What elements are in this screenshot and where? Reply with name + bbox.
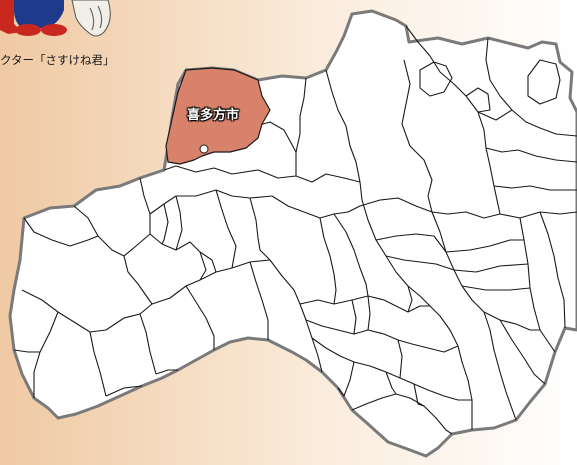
- mascot-cloak: [0, 0, 22, 34]
- mascot-foot-left: [15, 24, 41, 36]
- prefecture-outline: [8, 9, 577, 458]
- mascot-body: [14, 0, 64, 29]
- mascot-fur-tail: [71, 0, 111, 37]
- city-label-kitakata: 喜多方市: [187, 108, 240, 123]
- mascot-fur-stroke: [89, 5, 103, 31]
- kitakata-city-highlight[interactable]: [165, 67, 271, 165]
- mascot-illustration: [0, 0, 111, 37]
- kitakata-enclave: [199, 144, 209, 154]
- municipal-boundaries: [13, 25, 577, 435]
- mascot-caption: クター「さすけね君」: [0, 53, 115, 67]
- mascot-foot-right: [41, 24, 67, 36]
